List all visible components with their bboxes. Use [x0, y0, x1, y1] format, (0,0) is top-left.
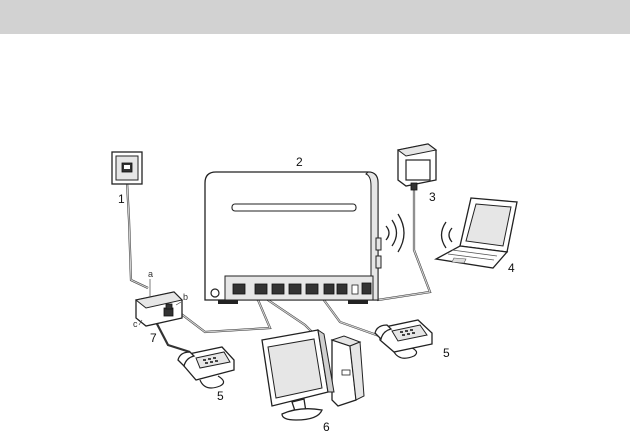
callout-computer: 6 [323, 420, 330, 434]
computer-icon [262, 330, 364, 420]
callout-telephone-right: 5 [443, 346, 450, 360]
callout-splitter: 7 [150, 331, 157, 345]
phone-jack-icon [112, 152, 142, 184]
telephone-left-icon [178, 347, 234, 388]
splitter-port-c: c [133, 319, 138, 329]
splitter-icon [136, 292, 182, 326]
callout-power-adapter: 3 [429, 190, 436, 204]
callout-telephone-left: 5 [217, 389, 224, 403]
splitter-port-a: a [148, 269, 153, 279]
power-adapter-icon [398, 144, 436, 190]
wifi-waves-icon [386, 214, 452, 252]
laptop-icon [436, 198, 517, 268]
telephone-right-icon [375, 320, 432, 358]
cable-splitter-to-phone [156, 322, 190, 352]
router-icon [205, 172, 381, 304]
splitter-port-b: b [183, 292, 188, 302]
callout-phone-jack: 1 [118, 192, 125, 206]
callout-laptop: 4 [508, 261, 515, 275]
callout-router: 2 [296, 155, 303, 169]
